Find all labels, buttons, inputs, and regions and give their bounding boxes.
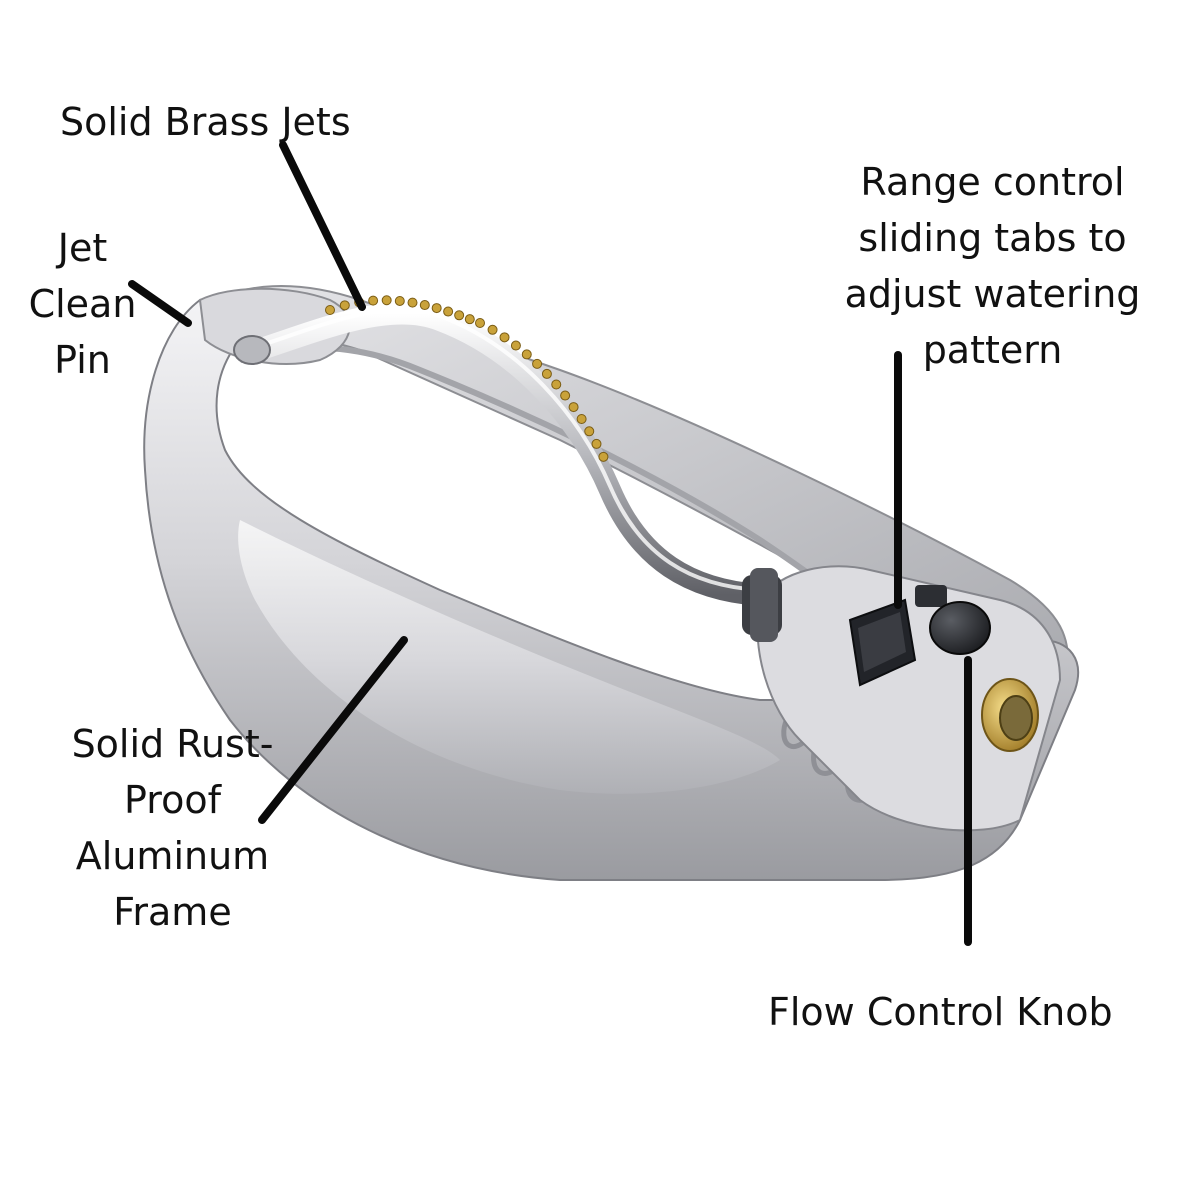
flow-control-knob (929, 601, 991, 655)
brass-jet-8 (431, 303, 442, 314)
brass-jet-20 (560, 390, 571, 401)
brass-jet-23 (584, 426, 595, 437)
brass-jet-19 (551, 379, 562, 390)
range-control-tabs (848, 585, 947, 687)
leader-line-jet-clean-pin (128, 280, 192, 327)
brass-jet-0 (325, 305, 335, 315)
brass-jet-24 (591, 438, 602, 449)
brass-jet-22 (576, 413, 587, 424)
label-jet-clean-pin: Jet Clean Pin (28, 226, 137, 382)
leader-lines (128, 141, 972, 946)
jet-clean-pin-cap (233, 335, 271, 365)
leader-line-frame (258, 636, 408, 824)
brass-jet-7 (419, 300, 430, 311)
brass-jet-11 (464, 314, 475, 325)
brass-jet-4 (381, 295, 392, 306)
spray-tube (247, 302, 771, 606)
brass-jet-17 (532, 358, 543, 369)
leader-line-brass-jets (279, 141, 366, 311)
brass-jet-18 (541, 368, 552, 379)
brass-jet-16 (521, 349, 532, 360)
brass-jet-25 (598, 451, 609, 462)
brass-jet-5 (394, 295, 405, 306)
label-range-control: Range control sliding tabs to adjust wat… (844, 160, 1141, 372)
label-solid-brass-jets: Solid Brass Jets (60, 100, 351, 144)
brass-jet-14 (499, 332, 510, 343)
brass-jet-13 (487, 324, 498, 335)
brass-jet-21 (568, 402, 579, 413)
brass-jet-1 (339, 300, 350, 311)
brass-jet-6 (407, 297, 418, 308)
label-aluminum-frame: Solid Rust- Proof Aluminum Frame (71, 722, 274, 934)
brass-jet-9 (443, 306, 454, 317)
hose-connector (981, 678, 1039, 752)
brass-jet-3 (368, 295, 379, 306)
brass-jet-15 (510, 340, 521, 351)
brass-jet-10 (454, 310, 465, 321)
label-flow-control-knob: Flow Control Knob (768, 990, 1113, 1034)
brass-jet-12 (475, 318, 485, 328)
